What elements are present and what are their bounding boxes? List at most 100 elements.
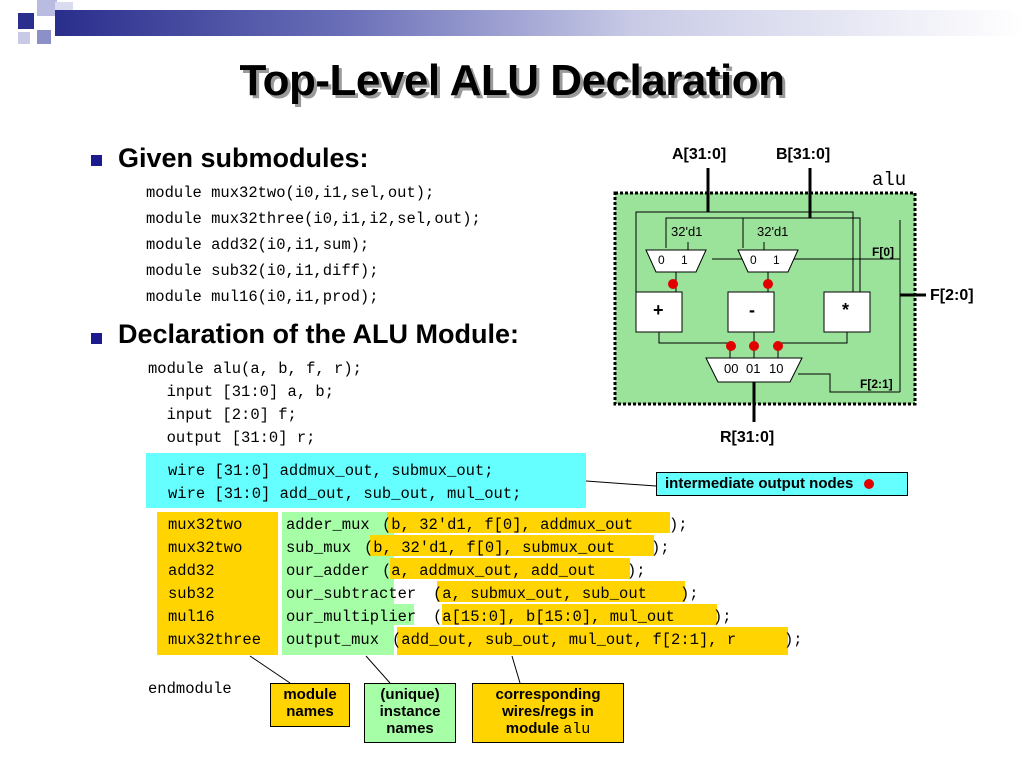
wire-highlight [146,453,586,508]
node-mul-out [773,341,783,351]
instance-close: ); [713,608,732,626]
module-names-highlight [157,512,278,655]
args-highlight [442,604,717,625]
add-op-label: + [653,300,664,320]
leader-line [249,655,291,684]
f21-label: F[2:1] [860,377,893,391]
code-line: module mux32two(i0,i1,sel,out); [146,184,435,202]
node-addmux-out [668,279,678,289]
instance-args: (b, 32'd1, f[0], submux_out [364,539,616,557]
callout-intermediate-nodes: intermediate output nodes [656,472,908,496]
instance-close: ); [627,562,646,580]
callout-instance-names: (unique) instance names [364,683,456,743]
instance-close: ); [651,539,670,557]
callout-text: instance [379,703,441,720]
const-label-2: 32'd1 [757,224,789,239]
instance-close: ); [680,585,699,603]
corner-square-dark [18,13,34,29]
instance-args: (a, submux_out, sub_out [433,585,647,603]
f0-label: F[0] [872,245,894,259]
args-highlight [437,581,685,602]
code-line: input [2:0] f; [148,406,297,424]
output-mux [705,357,803,383]
corner-square-mid [37,30,51,44]
bullet-icon [91,333,102,344]
instance-args: (a, addmux_out, add_out [382,562,596,580]
callout-module-names: module names [270,683,350,727]
mux-input-0: 0 [658,253,665,267]
callout-text: module [505,720,560,737]
instance-name: output_mux [286,631,380,649]
adder-box [635,291,683,333]
wire-b-bus [665,217,861,292]
node-submux-out [763,279,773,289]
node-sub-out [749,341,759,351]
code-line: module alu(a, b, f, r); [148,360,362,378]
callout-text: wires/regs in [502,703,594,720]
mux-input-0: 0 [750,253,757,267]
instance-close: ); [784,631,803,649]
header-gradient-bar [55,10,1024,36]
sub-mux [737,249,799,273]
module-name: sub32 [168,585,215,603]
node-add-out [726,341,736,351]
instance-args: (add_out, sub_out, mul_out, f[2:1], r [392,631,737,649]
r-output-label: R[31:0] [720,429,775,446]
callout-text: names [386,720,434,737]
const-label-1: 32'd1 [671,224,703,239]
adder-mux [645,249,707,273]
corner-square-light [37,0,57,16]
leader-line [511,655,521,684]
mul-op-label: * [842,300,850,320]
code-line: output [31:0] r; [148,429,316,447]
diagram-a-label: A[31:0] [672,146,727,163]
callout-text: (unique) [380,686,440,703]
corner-square-light [18,32,30,44]
red-node-icon [863,479,874,489]
code-line: module add32(i0,i1,sum); [146,236,370,254]
code-line: module mux32three(i0,i1,i2,sel,out); [146,210,481,228]
outmux-input-00: 00 [724,361,739,376]
callout-text: names [286,703,334,720]
args-highlight [370,535,654,556]
leader-line [585,480,657,487]
alu-diagram [613,168,926,422]
mux-input-1: 1 [773,253,780,267]
endmodule-line: endmodule [148,680,232,698]
code-line: module mul16(i0,i1,prod); [146,288,379,306]
module-name: add32 [168,562,215,580]
wire-a-bus [635,211,854,292]
module-name: mul16 [168,608,215,626]
module-name: mux32two [168,516,243,534]
instance-name: sub_mux [286,539,352,557]
bullet-icon [91,155,102,166]
module-name: mux32three [168,631,262,649]
slide-title: Top-Level ALU Declaration [239,56,785,105]
multiplier-box [823,291,871,333]
leader-line [365,655,391,684]
wire-line: wire [31:0] add_out, sub_out, mul_out; [168,485,522,503]
instance-args: (b, 32'd1, f[0], addmux_out [382,516,634,534]
instance-name: adder_mux [286,516,370,534]
sub-op-label: - [749,300,755,320]
section-heading-submodules: Given submodules: [118,143,369,173]
callout-text: intermediate output nodes [665,475,854,492]
code-line: module sub32(i0,i1,diff); [146,262,379,280]
outmux-input-01: 01 [746,361,761,376]
instance-close: ); [669,516,688,534]
section-heading-declaration: Declaration of the ALU Module: [118,319,520,349]
instance-name: our_subtracter [286,585,417,603]
wire-f21 [798,373,900,393]
instance-args: (a[15:0], b[15:0], mul_out [433,608,675,626]
subtracter-box [727,291,775,333]
args-highlight [397,627,788,655]
wire-line: wire [31:0] addmux_out, submux_out; [168,462,494,480]
callout-text: module [283,686,337,703]
instance-name: our_adder [286,562,370,580]
code-line: input [31:0] a, b; [148,383,335,401]
diagram-alu-label: alu [872,169,907,191]
args-highlight [390,558,630,579]
module-name: mux32two [168,539,243,557]
callout-text-line: module alu [473,720,623,738]
